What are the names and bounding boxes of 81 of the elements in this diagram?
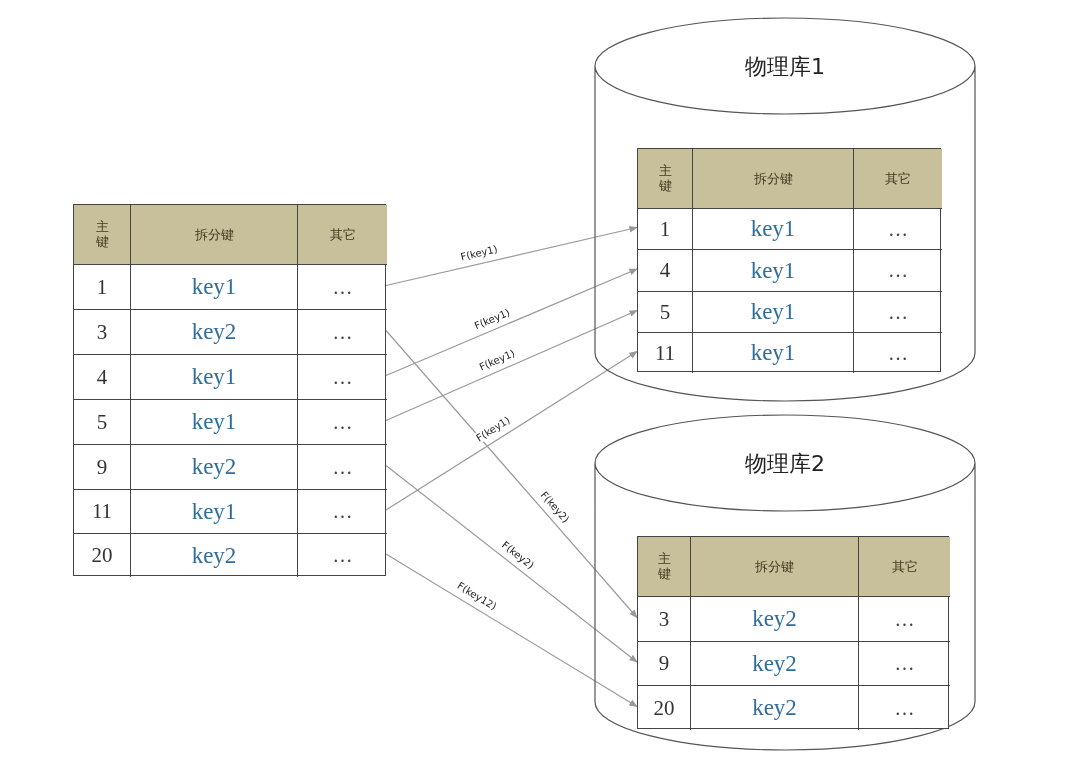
column-header: 拆分键 bbox=[755, 557, 794, 576]
table-cell: 20 bbox=[91, 543, 113, 568]
table-row bbox=[638, 291, 942, 332]
table-row bbox=[638, 332, 942, 373]
database-title: 物理库2 bbox=[745, 451, 825, 476]
column-header: 其它 bbox=[885, 169, 911, 188]
table-cell: … bbox=[332, 455, 353, 479]
data-table bbox=[637, 536, 949, 729]
table-cell: 1 bbox=[659, 216, 671, 242]
table-cell: 9 bbox=[96, 454, 108, 480]
data-table bbox=[637, 148, 941, 372]
table-cell: 20 bbox=[653, 695, 675, 721]
table-cell: key1 bbox=[750, 340, 796, 366]
column-header: 其它 bbox=[329, 225, 356, 244]
column-header: 主键 bbox=[658, 164, 672, 193]
table-row bbox=[74, 354, 387, 399]
column-header: 主键 bbox=[657, 552, 671, 581]
table-row bbox=[638, 596, 950, 641]
table-cell: key1 bbox=[191, 274, 237, 300]
arrow bbox=[385, 553, 638, 708]
arrow bbox=[385, 268, 638, 377]
table-cell: 3 bbox=[96, 319, 108, 345]
database-title: 物理库1 bbox=[745, 54, 825, 79]
table-cell: key1 bbox=[750, 216, 796, 242]
table-cell: 11 bbox=[91, 499, 113, 524]
table-row bbox=[74, 533, 387, 577]
table-row bbox=[74, 309, 387, 354]
table-cell: key2 bbox=[752, 650, 797, 677]
table-cell: … bbox=[888, 217, 908, 241]
table-cell: … bbox=[332, 365, 353, 389]
data-table bbox=[73, 204, 386, 576]
table-cell: 1 bbox=[96, 274, 108, 300]
arrow bbox=[385, 225, 638, 287]
table-row bbox=[638, 641, 950, 685]
table-cell: key2 bbox=[752, 695, 797, 721]
table-cell: … bbox=[894, 696, 915, 720]
table-cell: … bbox=[894, 652, 915, 675]
table-cell: key1 bbox=[750, 299, 796, 325]
table-row bbox=[638, 685, 950, 730]
table-cell: key1 bbox=[191, 409, 237, 435]
table-cell: key2 bbox=[191, 454, 237, 480]
arrow bbox=[385, 329, 638, 619]
edge-label: F(key1) bbox=[458, 242, 500, 263]
table-header-row bbox=[638, 537, 950, 596]
arrow bbox=[385, 350, 638, 511]
arrow bbox=[385, 464, 638, 663]
table-cell: 11 bbox=[654, 340, 676, 366]
table-cell: 5 bbox=[96, 409, 108, 435]
table-row bbox=[638, 249, 942, 291]
table-cell: … bbox=[894, 607, 915, 631]
table-cell: … bbox=[332, 320, 353, 344]
table-cell: … bbox=[332, 544, 353, 567]
table-cell: … bbox=[888, 259, 908, 282]
table-row bbox=[74, 444, 387, 489]
arrow bbox=[385, 309, 638, 422]
table-cell: 4 bbox=[659, 258, 671, 283]
table-cell: 3 bbox=[658, 606, 670, 632]
table-cell: … bbox=[332, 275, 353, 299]
table-cell: key2 bbox=[752, 606, 797, 632]
table-cell: … bbox=[332, 500, 353, 523]
table-cell: … bbox=[888, 341, 908, 365]
table-cell: … bbox=[888, 300, 908, 324]
table-header-row bbox=[74, 205, 387, 264]
column-header: 其它 bbox=[891, 557, 918, 576]
table-row bbox=[638, 208, 942, 249]
table-cell: key1 bbox=[191, 364, 237, 390]
table-row bbox=[74, 489, 387, 533]
column-header: 拆分键 bbox=[194, 225, 234, 244]
table-row bbox=[74, 264, 387, 309]
column-header: 主键 bbox=[95, 220, 109, 249]
table-cell: 4 bbox=[96, 364, 108, 390]
table-cell: key2 bbox=[191, 542, 237, 569]
table-cell: key1 bbox=[191, 498, 237, 525]
table-cell: key1 bbox=[750, 257, 796, 284]
table-header-row bbox=[638, 149, 942, 208]
table-cell: 5 bbox=[659, 299, 671, 325]
table-cell: … bbox=[332, 410, 353, 434]
table-cell: key2 bbox=[191, 319, 237, 345]
column-header: 拆分键 bbox=[753, 169, 793, 188]
table-cell: 9 bbox=[658, 651, 670, 676]
table-row bbox=[74, 399, 387, 444]
